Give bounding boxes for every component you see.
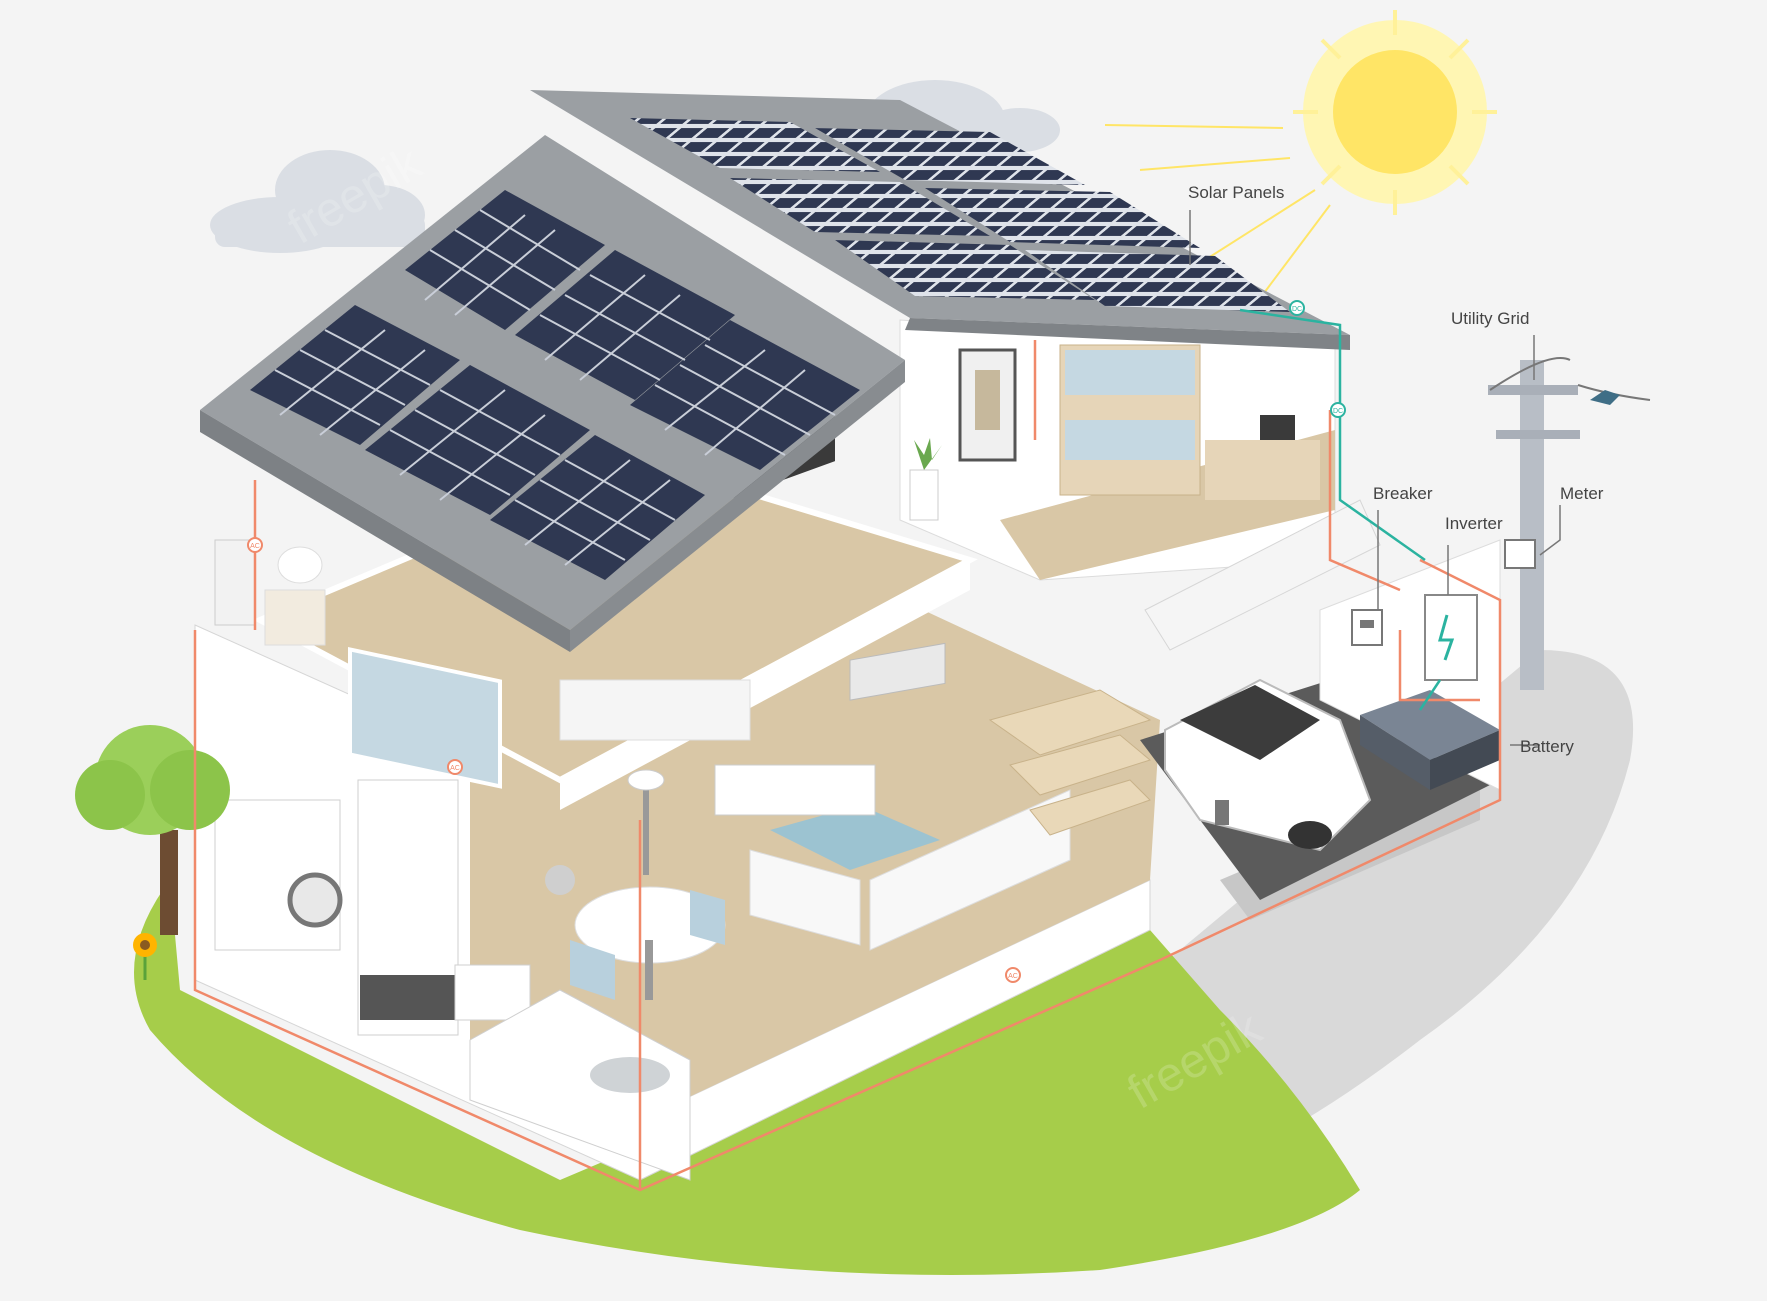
wire-tag-dc: DC [1289,300,1305,316]
front-roof [200,135,905,630]
sun-icon [1293,10,1497,215]
flower-icon [133,933,157,980]
label-inverter: Inverter [1445,514,1503,533]
bed [348,646,502,789]
upper-floor-edge [560,560,970,810]
desk [1205,440,1320,500]
wire-tag-ac: AC [447,759,463,775]
balcony [1144,499,1381,651]
battery-icon [1360,690,1500,790]
solar-panel-icon [250,190,860,580]
ac-wiring [193,340,1502,1192]
road [1120,650,1634,1150]
dining-chair [570,940,615,1000]
air-conditioner [214,539,256,626]
label-meter: Meter [1560,484,1604,503]
wire-tag-dc-text: DC [1333,408,1343,415]
front-roof-edge [200,410,570,652]
callout-lines [1189,210,1561,746]
bird-icon [1590,390,1620,405]
solar-panel-icon [630,118,1290,312]
cloud-icon [210,150,425,253]
microwave [454,964,531,1021]
tv-stand [559,679,751,741]
kitchen-counter [469,989,691,1181]
label-utility-grid: Utility Grid [1451,309,1529,328]
breaker-icon [1351,609,1383,646]
tv-cabinet [714,764,876,816]
label-solar-panels: Solar Panels [1188,183,1284,202]
wire-tag-ac-text: AC [1008,973,1018,980]
tree-icon [75,725,230,935]
plant [909,469,939,521]
wire-tag-ac: AC [247,537,263,553]
laptop [1260,415,1295,440]
floor-lamp [643,780,649,875]
back-roof-edge [905,318,1350,350]
wire-tag-ac: AC [1005,967,1021,983]
sofa [869,789,1071,951]
rug [770,805,940,870]
nightstand [264,589,326,646]
label-breaker: Breaker [1373,484,1433,503]
label-battery: Battery [1520,737,1574,756]
meter-icon [1504,539,1536,569]
inverter-icon [1424,594,1478,681]
wire-tag-dc-text: DC [1292,306,1302,313]
armchair [749,849,861,946]
wire-tag-ac-text: AC [450,765,460,772]
wire-tag-ac-text: AC [250,543,260,550]
dining-chair [690,890,725,945]
front-roof-edge-2 [570,360,905,652]
coffee-table [849,642,946,701]
robot-vacuum [545,865,575,895]
ground [134,880,1360,1275]
wire-tag-dc: DC [1330,402,1346,418]
stairs [988,689,1152,836]
ev-charger [1215,800,1229,825]
utility-pole-icon [1488,357,1651,690]
